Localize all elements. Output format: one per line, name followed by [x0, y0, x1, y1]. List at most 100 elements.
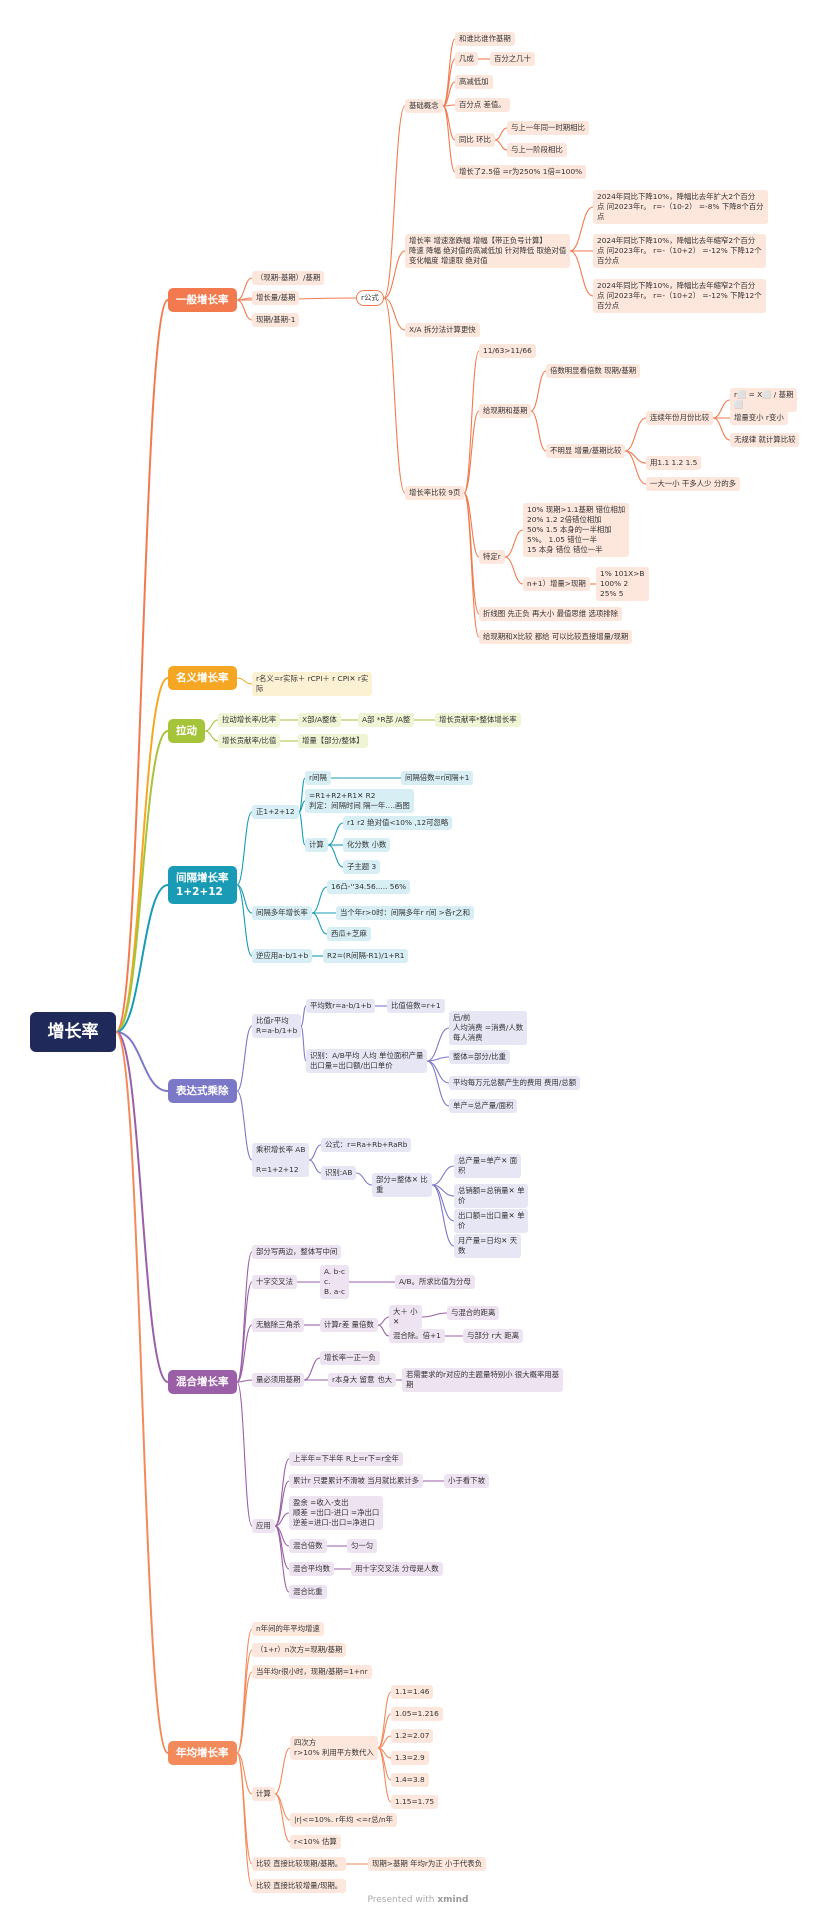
subtopic[interactable]: 增长率比较 9页 [405, 486, 465, 500]
subtopic[interactable]: 月产量=日均✕ 天 数 [454, 1234, 522, 1258]
subtopic[interactable]: 同比 环比 [455, 133, 495, 147]
subtopic[interactable]: 量必须用基期 [252, 1373, 305, 1387]
subtopic[interactable]: 整体=部分/比重 [449, 1050, 511, 1064]
subtopic[interactable]: 间隔多年增长率 [252, 906, 312, 920]
subtopic[interactable]: 十字交叉法 [252, 1275, 297, 1289]
subtopic[interactable]: 后/前 人均消费 =消费/人数 每人消费 [449, 1011, 528, 1045]
subtopic[interactable]: r<10% 估算 [290, 1835, 341, 1849]
subtopic[interactable]: 总产量=单产✕ 面 积 [454, 1154, 522, 1178]
subtopic[interactable]: （现期-基期）/基期 [252, 271, 325, 285]
subtopic[interactable]: 当年均r很小时，现期/基期=1+nr [252, 1665, 372, 1679]
subtopic[interactable]: 拉动增长率/比率 [218, 713, 281, 727]
subtopic[interactable]: 西瓜+芝麻 [327, 927, 371, 941]
subtopic[interactable]: A/B。所求比值为分母 [395, 1275, 475, 1289]
subtopic[interactable]: 无规律 就计算比较 [730, 433, 800, 447]
subtopic[interactable]: 比较 直接比较增量/现期。 [252, 1879, 347, 1893]
subtopic[interactable]: 2024年同比下降10%，降幅比去年缩窄2个百分 点 问2023年r。 r=-（… [593, 279, 766, 313]
subtopic[interactable]: X部/A整体 [298, 713, 341, 727]
main-topic-2[interactable]: 拉动 [168, 719, 205, 743]
subtopic[interactable]: 增量【部分/整体】 [298, 734, 368, 748]
subtopic[interactable]: 累计r 只要累计不滑坡 当月就比累计多 [289, 1474, 423, 1488]
subtopic[interactable]: 四次方 r>10% 利用平方数代入 [290, 1736, 378, 1760]
subtopic[interactable]: 2024年同比下降10%，降幅比去年扩大2个百分 点 问2023年r。 r=-（… [593, 190, 768, 224]
subtopic[interactable]: 折线图 先正负 再大小 最值思维 选项排除 [479, 607, 623, 621]
subtopic[interactable]: 与混合的距离 [447, 1306, 500, 1320]
root-topic[interactable]: 增长率 [30, 1012, 116, 1052]
subtopic[interactable]: 部分=整体✕ 比 重 [372, 1173, 432, 1197]
subtopic[interactable]: 百分之几十 [490, 52, 535, 66]
subtopic[interactable]: 与上一阶段相比 [507, 143, 567, 157]
subtopic[interactable]: 混合除。倍+1 [389, 1329, 445, 1343]
subtopic[interactable]: 不明显 增量/基期比较 [546, 444, 626, 458]
subtopic[interactable]: 11/63>11/66 [479, 344, 536, 358]
subtopic[interactable]: 逆应用a-b/1+b [252, 949, 313, 963]
subtopic[interactable]: 特定r [479, 550, 505, 564]
subtopic[interactable]: 出口额=出口量✕ 单 价 [454, 1209, 529, 1233]
subtopic[interactable]: 计算r差 量倍数 [320, 1318, 378, 1332]
subtopic[interactable]: 计算 [252, 1787, 275, 1801]
subtopic[interactable]: 给现期和基期 [479, 404, 532, 418]
subtopic[interactable]: 1.4=3.8 [391, 1773, 429, 1787]
subtopic[interactable]: 大＋ 小 ✕ [389, 1305, 422, 1329]
subtopic[interactable]: 和谁比谁作基期 [455, 32, 515, 46]
subtopic[interactable]: 比值r平均 R=a-b/1+b [252, 1014, 302, 1038]
subtopic[interactable]: 平均每万元总额产生的费用 费用/总额 [449, 1076, 581, 1090]
subtopic[interactable]: 混合平均数 [289, 1562, 334, 1576]
subtopic[interactable]: 盈余 =收入-支出 顺差 =出口-进口 =净出口 逆差=进口-出口=净进口 [289, 1496, 384, 1530]
subtopic[interactable]: 给现期和X比较 都给 可以比较直接增量/现期 [479, 630, 633, 644]
subtopic[interactable]: A. b-c c. B. a-c [320, 1265, 350, 1299]
subtopic[interactable]: 增长率一正一负 [320, 1351, 380, 1365]
subtopic[interactable]: 16凸-''34.56..... 56% [327, 880, 411, 894]
subtopic[interactable]: n+1）增量>现期 [523, 577, 590, 591]
subtopic[interactable]: 倍数明显看倍数 现期/基期 [546, 364, 641, 378]
subtopic[interactable]: 识别:AB [321, 1166, 357, 1180]
subtopic[interactable]: r1 r2 绝对值<10% ,12可忽略 [343, 816, 453, 830]
subtopic[interactable]: 1.05=1.216 [391, 1707, 443, 1721]
main-topic-1[interactable]: 名义增长率 [168, 666, 237, 690]
subtopic[interactable]: 1.3=2.9 [391, 1751, 429, 1765]
subtopic[interactable]: 增长贡献率*整体增长率 [435, 713, 521, 727]
subtopic[interactable]: 单产=总产量/面积 [449, 1099, 518, 1113]
subtopic[interactable]: 现期>基期 年均r为正 小于代表负 [368, 1857, 487, 1871]
subtopic[interactable]: 间隔倍数=r间隔+1 [401, 771, 474, 785]
subtopic[interactable]: 平均数r=a-b/1+b [306, 999, 376, 1013]
subtopic[interactable]: 总销额=总销量✕ 单 价 [454, 1184, 529, 1208]
main-topic-3[interactable]: 间隔增长率 1+2+12 [168, 866, 237, 904]
subtopic[interactable]: A部 *R部 /A整 [358, 713, 415, 727]
subtopic[interactable]: 无脑除三角杀 [252, 1318, 305, 1332]
subtopic[interactable]: 10% 现期>1.1基期 错位相加 20% 1.2 2倍错位相加 50% 1.5… [523, 503, 630, 557]
subtopic[interactable]: 用十字交叉法 分母是人数 [351, 1562, 443, 1576]
main-topic-6[interactable]: 年均增长率 [168, 1741, 237, 1765]
subtopic[interactable]: r公式 [356, 290, 384, 306]
subtopic[interactable]: 混合倍数 [289, 1539, 327, 1553]
subtopic[interactable]: 子主题 3 [343, 860, 381, 874]
subtopic[interactable]: 增长量/基期 [252, 291, 300, 305]
subtopic[interactable]: 用1.1 1.2 1.5 [646, 456, 702, 470]
subtopic[interactable]: 1.2=2.07 [391, 1729, 434, 1743]
subtopic[interactable]: 增量变小 r变小 [730, 411, 788, 425]
main-topic-5[interactable]: 混合增长率 [168, 1370, 237, 1394]
subtopic[interactable]: 上半年=下半年 R上=r下=r全年 [289, 1452, 404, 1466]
subtopic[interactable]: r⬜ = X⬜ / 基期 ⬜ [730, 388, 798, 412]
subtopic[interactable]: 匀一匀 [347, 1539, 378, 1553]
subtopic[interactable]: 增长率 增速涨跌幅 增幅【带正负号计算】 降速 降幅 绝对值的高减低加 针对降低… [405, 234, 571, 268]
subtopic[interactable]: 比值倍数=r+1 [387, 999, 445, 1013]
subtopic[interactable]: R2=(R间隔-R1)/1+R1 [323, 949, 409, 963]
subtopic[interactable]: =R1+R2+R1✕ R2 判定：间隔时间 隔一年….画图 [305, 789, 414, 813]
subtopic[interactable]: 基础概念 [405, 99, 443, 113]
subtopic[interactable]: 增长了2.5倍 =r为250% 1倍=100% [455, 165, 587, 179]
subtopic[interactable]: 公式：r=Ra+Rb+RaRb [321, 1138, 412, 1152]
subtopic[interactable]: 一大一小 干多人少 分的多 [646, 477, 740, 491]
subtopic[interactable]: 1.1=1.46 [391, 1685, 434, 1699]
subtopic[interactable]: 增长贡献率/比值 [218, 734, 281, 748]
subtopic[interactable]: 乘积增长率 AB R=1+2+12 [252, 1143, 310, 1177]
subtopic[interactable]: X/A 拆分法计算更快 [405, 323, 480, 337]
subtopic[interactable]: 与部分 r大 距离 [463, 1329, 524, 1343]
subtopic[interactable]: 部分写两边，整体写中间 [252, 1245, 342, 1259]
main-topic-4[interactable]: 表达式乘除 [168, 1079, 237, 1103]
subtopic[interactable]: 混合比重 [289, 1585, 327, 1599]
subtopic[interactable]: r间隔 [305, 771, 331, 785]
subtopic[interactable]: 连续年份月份比较 [646, 411, 714, 425]
subtopic[interactable]: 化分数 小数 [343, 838, 391, 852]
subtopic[interactable]: 与上一年同一时期相比 [507, 121, 589, 135]
